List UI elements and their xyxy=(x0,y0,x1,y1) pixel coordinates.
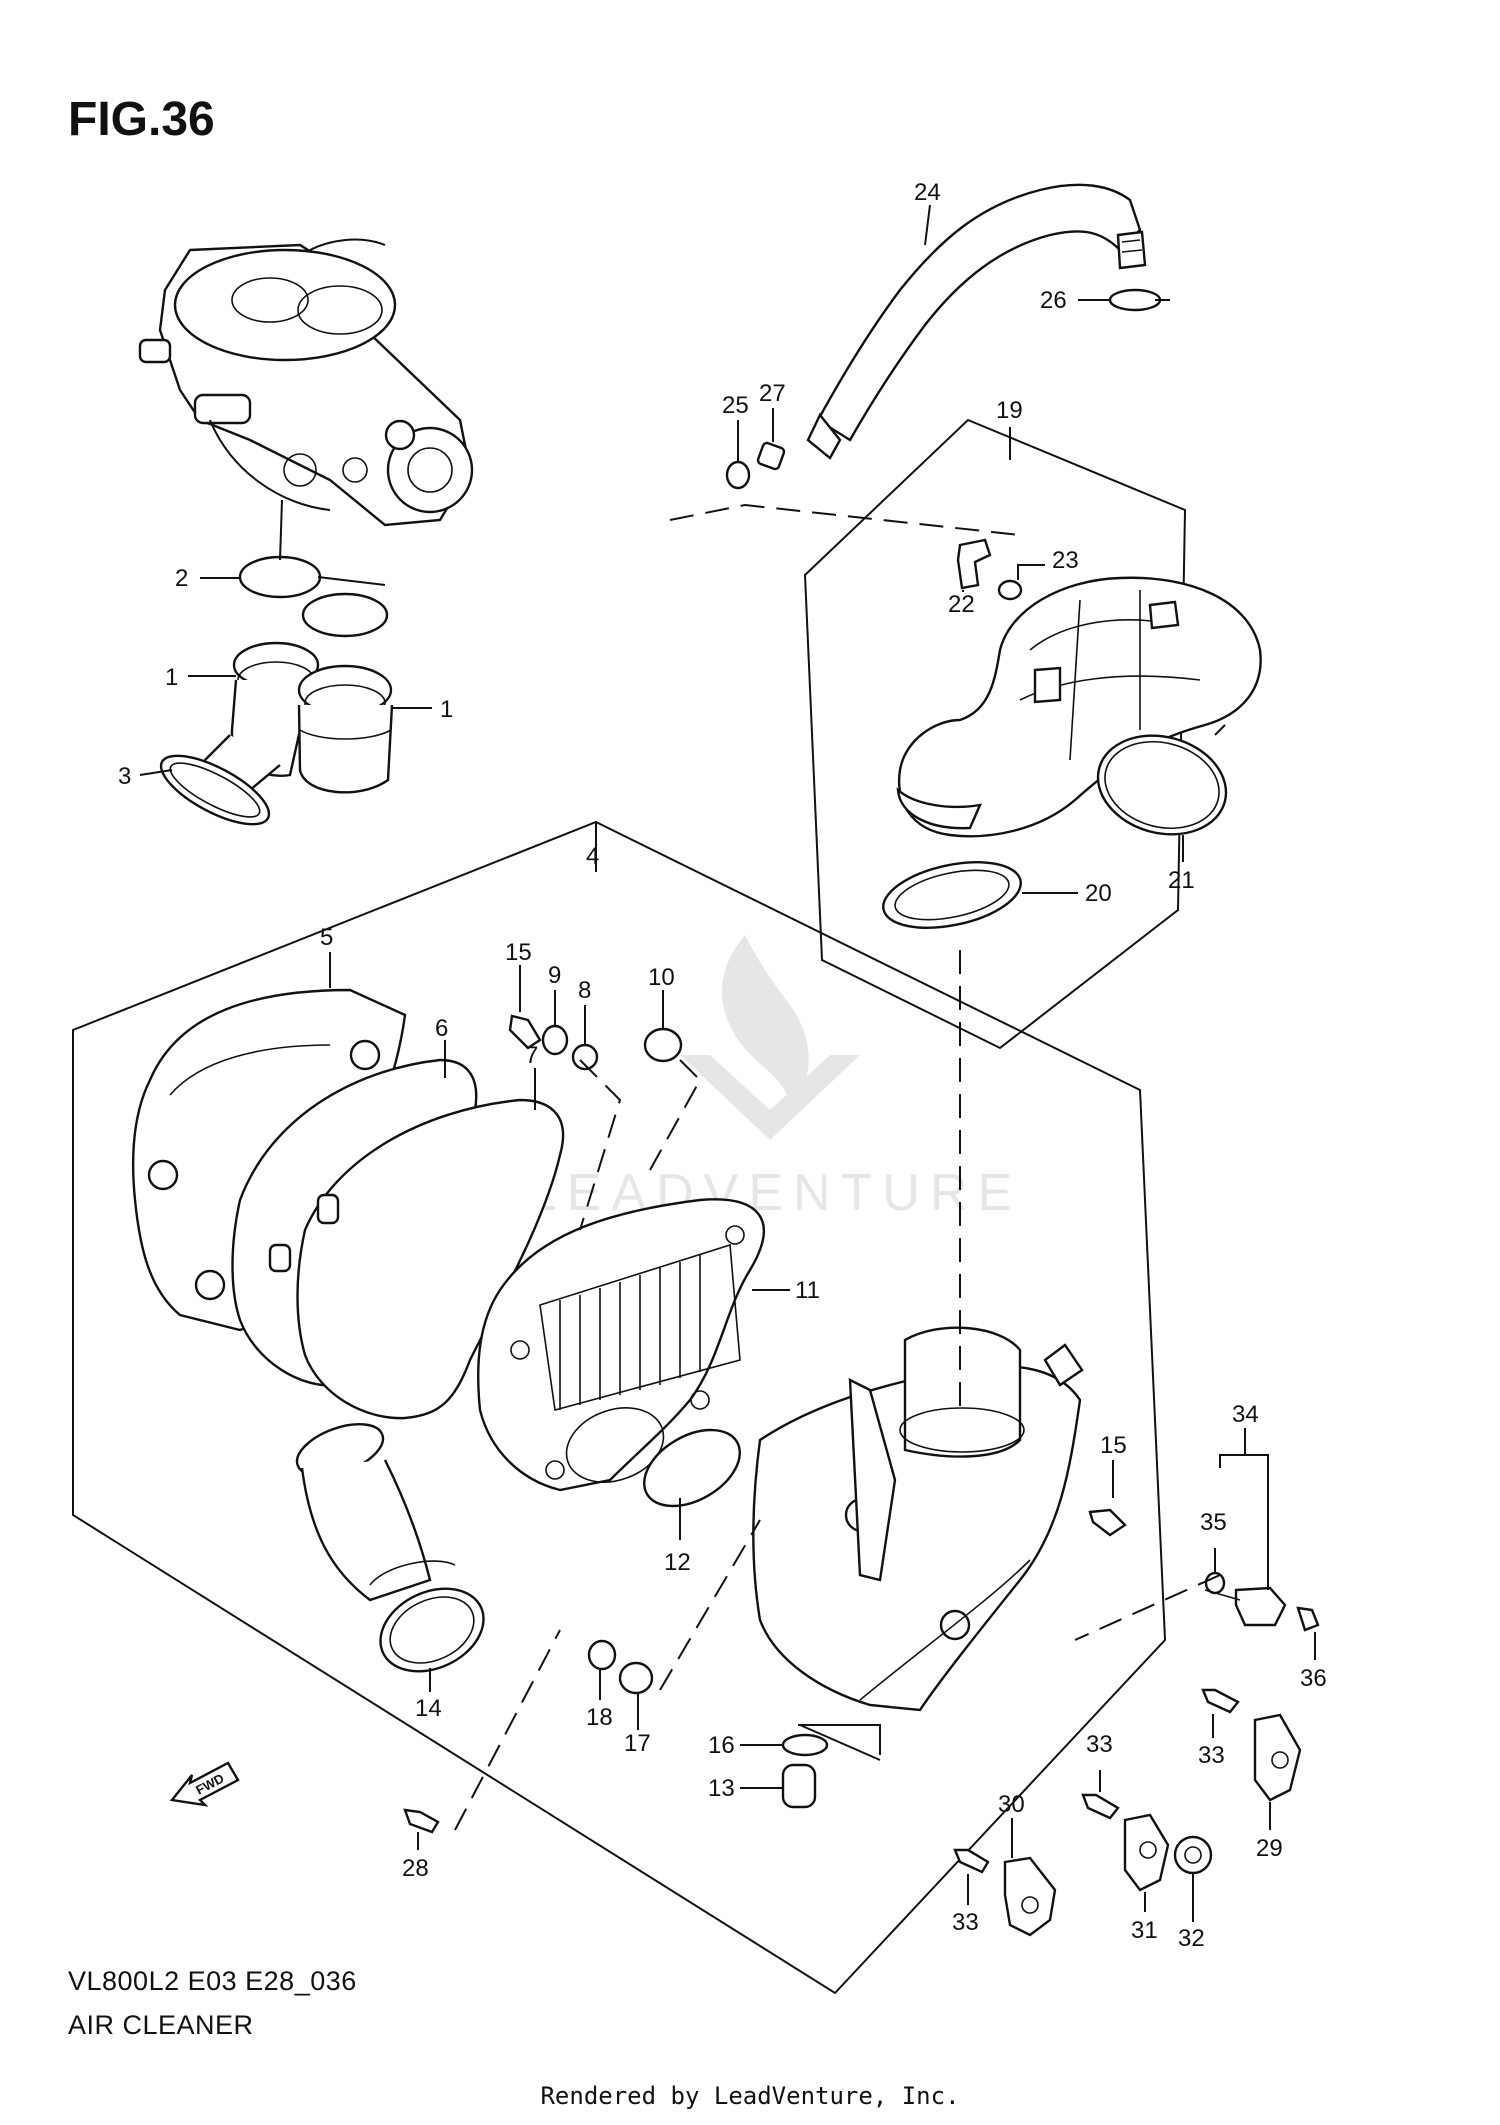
part-33-bolt-b xyxy=(1081,1793,1120,1820)
callout-4: 4 xyxy=(586,843,599,870)
callout-6: 6 xyxy=(435,1015,448,1042)
figure-title: FIG.36 xyxy=(68,93,215,146)
callout-22: 22 xyxy=(948,591,975,618)
callout-12: 12 xyxy=(664,1549,691,1576)
air-cleaner-case xyxy=(752,1326,1084,1712)
part-17-dashed-line xyxy=(659,1519,761,1691)
callout-18: 18 xyxy=(586,1704,613,1731)
callout-27: 27 xyxy=(759,380,786,407)
leadventure-watermark: LEADVENTURE xyxy=(528,935,1022,1222)
callout-36: 36 xyxy=(1300,1665,1327,1692)
part-17-grommet xyxy=(618,1661,654,1695)
watermark-text: LEADVENTURE xyxy=(528,1164,1022,1222)
part-11-air-filter-element xyxy=(477,1198,765,1492)
part-16-leader xyxy=(798,1724,881,1761)
callout-1-right: 1 xyxy=(440,696,453,723)
callout-17: 17 xyxy=(624,1730,651,1757)
rendered-by-credit: Rendered by LeadVenture, Inc. xyxy=(540,2082,960,2110)
part-33-bolt-a xyxy=(953,1848,990,1874)
callout-24: 24 xyxy=(914,179,941,206)
part-23-clip xyxy=(997,579,1023,601)
part-25-clip xyxy=(725,460,751,490)
callout-8: 8 xyxy=(578,977,591,1004)
callout-15-right: 15 xyxy=(1100,1432,1127,1459)
part-18-grommet xyxy=(587,1639,617,1671)
callout-25: 25 xyxy=(722,392,749,419)
part-20-duct-seal xyxy=(882,861,1022,929)
part-33-bolt-c xyxy=(1201,1688,1240,1714)
callout-9: 9 xyxy=(548,962,561,989)
air-cleaner-assembly-box xyxy=(72,820,1167,1995)
part-10-grommet xyxy=(643,1027,683,1063)
section-name: AIR CLEANER xyxy=(68,2010,254,2040)
callout-31: 31 xyxy=(1131,1917,1158,1944)
sensor-dashed-line xyxy=(1074,1574,1221,1641)
watermark-chevron-icon xyxy=(680,1055,860,1140)
callout-13: 13 xyxy=(708,1775,735,1802)
part-8-washer xyxy=(571,1043,599,1071)
part-29-bracket xyxy=(1253,1713,1302,1802)
callout-3: 3 xyxy=(118,763,131,790)
part-3-seal-ring xyxy=(159,754,271,826)
part-24-breather-hose xyxy=(806,183,1147,460)
part-30-bracket xyxy=(1003,1856,1057,1937)
callout-2: 2 xyxy=(175,565,188,592)
callout-26: 26 xyxy=(1040,287,1067,314)
part-8-dashed-line xyxy=(579,1059,622,1231)
callout-29: 29 xyxy=(1256,1835,1283,1862)
callout-34: 34 xyxy=(1232,1401,1259,1428)
part-34-sensor xyxy=(1204,1586,1287,1627)
callout-21: 21 xyxy=(1168,867,1195,894)
bolt-28-dashed-line xyxy=(454,1629,561,1831)
part-16-clip xyxy=(781,1733,829,1757)
callout-23: 23 xyxy=(1052,547,1079,574)
part-34-bracket-leader xyxy=(1219,1454,1269,1590)
callout-1-left: 1 xyxy=(165,664,178,691)
callout-5: 5 xyxy=(320,924,333,951)
callout-7: 7 xyxy=(525,1042,538,1069)
part-27-hose-fitting xyxy=(756,441,786,471)
fwd-arrow: FWD xyxy=(169,1761,240,1807)
hose-routing-dashed-line xyxy=(669,503,1021,536)
callout-19: 19 xyxy=(996,397,1023,424)
part-14-inlet-duct xyxy=(295,1423,485,1673)
callout-10: 10 xyxy=(648,964,675,991)
part-13-spacer xyxy=(781,1763,817,1809)
part-9-bushing xyxy=(541,1024,569,1056)
part-32-grommet xyxy=(1173,1835,1213,1875)
part-15-screw-right xyxy=(1088,1508,1127,1537)
part-12-seal-ring xyxy=(643,1428,741,1508)
intake-duct-assembly-box xyxy=(803,418,1187,1050)
callout-35: 35 xyxy=(1200,1509,1227,1536)
part-35-o-ring xyxy=(1204,1571,1226,1595)
part-31-bracket xyxy=(1123,1813,1170,1892)
watermark-flame-icon xyxy=(721,935,809,1110)
callout-33-mid: 33 xyxy=(1086,1731,1113,1758)
part-22-elbow-fitting xyxy=(956,538,992,590)
callout-33-right: 33 xyxy=(1198,1742,1225,1769)
callout-33-left: 33 xyxy=(952,1909,979,1936)
part-10-dashed-line xyxy=(649,1059,702,1171)
callout-11: 11 xyxy=(795,1277,820,1304)
callout-15-top: 15 xyxy=(505,939,532,966)
throttle-body xyxy=(138,238,474,527)
part-2-intake-clamp xyxy=(238,499,389,638)
part-28-bolt xyxy=(403,1808,440,1834)
part-15-screw-top xyxy=(508,1014,542,1050)
part-36-screw xyxy=(1296,1606,1320,1632)
callout-30: 30 xyxy=(998,1791,1025,1818)
callout-28: 28 xyxy=(402,1855,429,1882)
callout-20: 20 xyxy=(1085,880,1112,907)
callout-14: 14 xyxy=(415,1695,442,1722)
part-21-duct-clamp xyxy=(1096,724,1228,836)
callout-16: 16 xyxy=(708,1732,735,1759)
callout-labels: 2 1 1 3 4 5 6 7 15 9 8 10 11 xyxy=(118,179,1327,1952)
part-26-hose-clip xyxy=(1108,288,1170,312)
model-code: VL800L2 E03 E28_036 xyxy=(68,1966,357,1996)
part-1-intake-pipe-right xyxy=(297,664,394,794)
callout-32: 32 xyxy=(1178,1925,1205,1952)
